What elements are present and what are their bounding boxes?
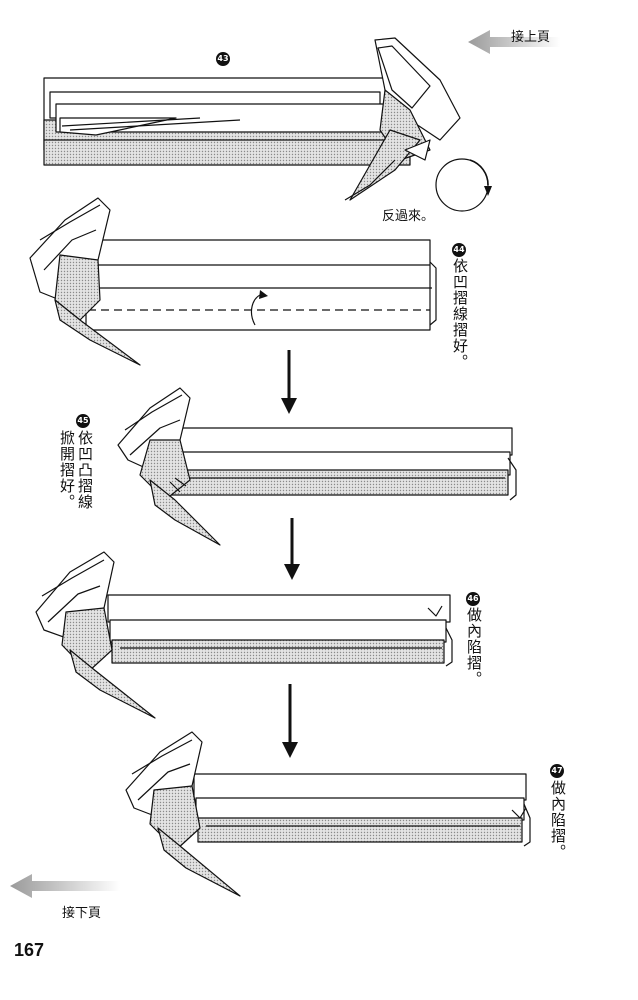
step-44-number: 44 — [452, 243, 466, 257]
flip-over-arrow — [435, 158, 492, 212]
step-45-number: 45 — [76, 414, 90, 428]
step-43-number: 43 — [216, 52, 230, 66]
step-45-instruction-col1: 依凹凸摺線 — [76, 430, 94, 510]
step-46-instruction: 做內陷摺。 — [465, 607, 483, 687]
step-47-figure — [125, 731, 531, 897]
step-arrow-down-1 — [281, 350, 297, 414]
step-43-figure — [43, 37, 461, 201]
step-45-figure — [117, 387, 517, 546]
step-45-instruction-col2: 掀開摺好。 — [58, 430, 76, 510]
continue-arrow-bottom — [10, 874, 120, 898]
flip-over-label: 反過來。 — [382, 209, 435, 224]
step-46-number: 46 — [466, 592, 480, 606]
step-44-instruction: 依凹摺線摺好。 — [451, 258, 469, 370]
step-arrow-down-2 — [284, 518, 300, 580]
step-44-figure — [29, 197, 437, 366]
page-number: 167 — [14, 940, 45, 960]
continue-to-next-label: 接下頁 — [62, 906, 102, 921]
step-47-instruction: 做內陷摺。 — [549, 780, 567, 860]
step-arrow-down-3 — [282, 684, 298, 758]
continue-arrow-top — [468, 30, 560, 54]
step-46-figure — [35, 551, 453, 719]
step-47-number: 47 — [550, 764, 564, 778]
continue-from-prev-label: 接上頁 — [511, 30, 551, 45]
